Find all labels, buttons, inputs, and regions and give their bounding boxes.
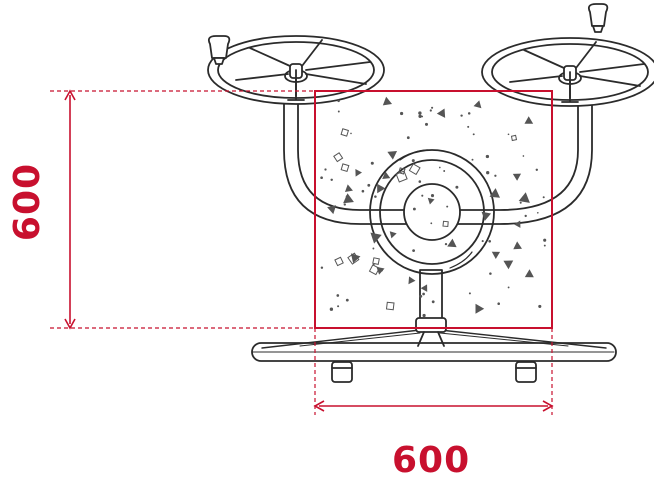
width-dimension-label: 600 (392, 440, 471, 481)
central-disc (369, 149, 495, 275)
base-frame (251, 329, 617, 383)
dimension-lines (50, 89, 554, 415)
knob-icon (587, 3, 609, 33)
footprint-square (314, 90, 553, 329)
arrow-left (313, 400, 325, 412)
footing-icon (331, 361, 353, 383)
handwheel-icon (207, 35, 385, 105)
concrete-aggregate (320, 96, 547, 318)
tube-frame (283, 97, 593, 225)
height-dimension-label: 600 (7, 162, 48, 242)
knob-icon (207, 35, 231, 65)
handwheel-icon (481, 37, 654, 107)
footing-icon (515, 361, 537, 383)
arrow-down (64, 318, 76, 330)
central-post (415, 269, 447, 347)
arrow-right (542, 400, 554, 412)
arrow-up (64, 89, 76, 101)
